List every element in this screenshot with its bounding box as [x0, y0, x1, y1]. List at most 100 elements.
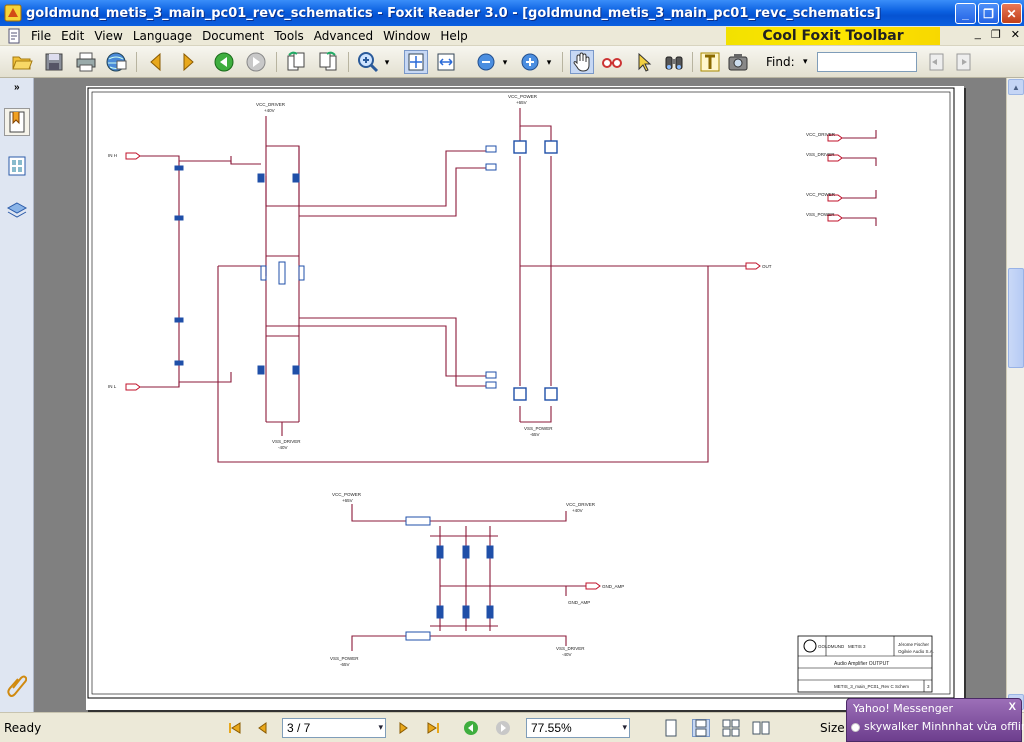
- label-gnd-amp-2: GND_AMP: [568, 600, 590, 605]
- doc-minimize-button[interactable]: _: [974, 28, 981, 40]
- doc-restore-button[interactable]: ❐: [990, 29, 1001, 41]
- menu-window[interactable]: Window: [383, 28, 431, 43]
- rotate-right-icon[interactable]: [316, 50, 340, 74]
- tb-title: Audio Amplifier OUTPUT: [834, 661, 889, 667]
- fit-page-icon[interactable]: [404, 50, 428, 74]
- find-next-icon[interactable]: [952, 50, 976, 74]
- bookmarks-icon[interactable]: [4, 108, 30, 136]
- tb-author: Jérome Fischer: [898, 642, 930, 647]
- email-icon[interactable]: [104, 50, 128, 74]
- cool-foxit-toolbar-banner[interactable]: Cool Foxit Toolbar: [726, 27, 940, 45]
- page-size-label: Size:: [820, 721, 849, 735]
- fit-width-icon[interactable]: [434, 50, 458, 74]
- zoom-level-input[interactable]: 77.55% ▾: [526, 718, 630, 738]
- menu-bar: File Edit View Language Document Tools A…: [0, 26, 1024, 46]
- yahoo-message[interactable]: skywalker Minhnhat vừa offline: [851, 720, 1024, 733]
- label-bottom-vcc-driver: VCC_DRIVER: [566, 502, 596, 507]
- previous-page-icon[interactable]: [254, 719, 272, 737]
- menu-advanced[interactable]: Advanced: [313, 28, 374, 43]
- menu-file[interactable]: File: [31, 28, 52, 43]
- zoom-out-icon[interactable]: [474, 50, 498, 74]
- tb-project: METIS 3: [848, 644, 866, 649]
- vertical-scrollbar[interactable]: ▲ ▼: [1006, 78, 1024, 712]
- page-dropdown-arrow[interactable]: ▾: [378, 722, 383, 732]
- first-page-icon[interactable]: [226, 719, 244, 737]
- layers-icon[interactable]: [4, 196, 30, 224]
- pages-icon[interactable]: [4, 152, 30, 180]
- label-bottom-vss-power-v: -65V: [340, 662, 350, 667]
- expand-panel-icon[interactable]: »: [14, 82, 20, 93]
- print-icon[interactable]: [74, 50, 98, 74]
- text-tool-icon[interactable]: [698, 50, 722, 74]
- glasses-icon[interactable]: [600, 50, 624, 74]
- status-ready: Ready: [4, 721, 42, 735]
- zoom-plus-dropdown[interactable]: ▾: [546, 56, 552, 67]
- doc-close-button[interactable]: ✕: [1010, 29, 1020, 41]
- minimize-button[interactable]: _: [955, 3, 976, 24]
- tb-company-full: Ogilvie Audio S.A.: [898, 649, 934, 654]
- scroll-thumb[interactable]: [1008, 268, 1024, 368]
- label-bottom-vcc-power: VCC_POWER: [332, 492, 362, 497]
- yahoo-close-button[interactable]: X: [1008, 701, 1016, 713]
- open-icon[interactable]: [10, 50, 34, 74]
- yahoo-messenger-notification[interactable]: Yahoo! Messenger X skywalker Minhnhat vừ…: [846, 698, 1024, 742]
- find-options-dropdown[interactable]: ▾: [803, 56, 808, 66]
- yahoo-title: Yahoo! Messenger: [853, 702, 954, 715]
- navigation-panel: »: [0, 78, 34, 712]
- menu-document[interactable]: Document: [202, 28, 265, 43]
- continuous-view-icon[interactable]: [692, 719, 710, 737]
- label-out: OUT: [762, 264, 772, 269]
- close-button[interactable]: ✕: [1001, 3, 1022, 24]
- zoom-level-dropdown[interactable]: ▾: [622, 722, 627, 732]
- schematic-drawing: VCC_DRIVER +40V VCC_POWER +65V IN H IN L…: [87, 87, 955, 699]
- two-page-view-icon[interactable]: [752, 719, 770, 737]
- scroll-up-arrow[interactable]: ▲: [1008, 79, 1024, 95]
- hand-tool-icon[interactable]: [570, 50, 594, 74]
- label-vss-power-bottom-v: -65V: [530, 432, 540, 437]
- find-input[interactable]: [817, 52, 917, 72]
- foxit-app-icon: [4, 4, 22, 22]
- menu-help[interactable]: Help: [440, 28, 468, 43]
- label-vcc-driver-top: VCC_DRIVER: [256, 102, 286, 107]
- facing-view-icon[interactable]: [722, 719, 740, 737]
- prev-page-icon[interactable]: [144, 50, 168, 74]
- zoom-plus-icon[interactable]: [518, 50, 542, 74]
- label-vss-driver-bottom: VSS_DRIVER: [272, 439, 301, 444]
- maximize-button[interactable]: ❐: [978, 3, 999, 24]
- next-page-status-icon[interactable]: [394, 719, 412, 737]
- go-back-icon[interactable]: [212, 50, 236, 74]
- menu-language[interactable]: Language: [132, 28, 193, 43]
- back-view-icon[interactable]: [462, 719, 480, 737]
- tb-filename: METIS_3_main_PC01_Rev C Schem: [834, 684, 909, 689]
- main-toolbar: ▾ ▾ ▾ Fi: [0, 46, 1024, 78]
- find-prev-icon[interactable]: [924, 50, 948, 74]
- select-icon[interactable]: [632, 50, 656, 74]
- page-number-input[interactable]: 3 / 7 ▾: [282, 718, 386, 738]
- status-dot-icon: [851, 722, 860, 732]
- forward-view-icon[interactable]: [494, 719, 512, 737]
- zoom-dropdown-arrow[interactable]: ▾: [384, 56, 390, 67]
- document-view[interactable]: VCC_DRIVER +40V VCC_POWER +65V IN H IN L…: [34, 78, 1006, 712]
- label-conn-vss-driver: VSS_DRIVER: [806, 152, 835, 157]
- snapshot-icon[interactable]: [726, 50, 750, 74]
- go-forward-icon[interactable]: [244, 50, 268, 74]
- next-page-icon[interactable]: [176, 50, 200, 74]
- zoom-out-dropdown[interactable]: ▾: [502, 56, 508, 67]
- menu-edit[interactable]: Edit: [61, 28, 85, 43]
- menu-view[interactable]: View: [94, 28, 123, 43]
- menu-tools[interactable]: Tools: [274, 28, 304, 43]
- rotate-left-icon[interactable]: [284, 50, 308, 74]
- zoom-in-icon[interactable]: [356, 50, 380, 74]
- attachment-icon[interactable]: [4, 672, 30, 700]
- last-page-icon[interactable]: [424, 719, 442, 737]
- label-vcc-driver-top-v: +40V: [264, 108, 275, 113]
- save-icon[interactable]: [42, 50, 66, 74]
- label-in-l: IN L: [108, 384, 117, 389]
- single-page-view-icon[interactable]: [662, 719, 680, 737]
- label-vcc-power-top: VCC_POWER: [508, 94, 538, 99]
- binoculars-icon[interactable]: [662, 50, 686, 74]
- label-vss-power-bottom: VSS_POWER: [524, 426, 553, 431]
- label-bottom-vss-power: VSS_POWER: [330, 656, 359, 661]
- label-in-h: IN H: [108, 153, 117, 158]
- label-gnd-amp: GND_AMP: [602, 584, 624, 589]
